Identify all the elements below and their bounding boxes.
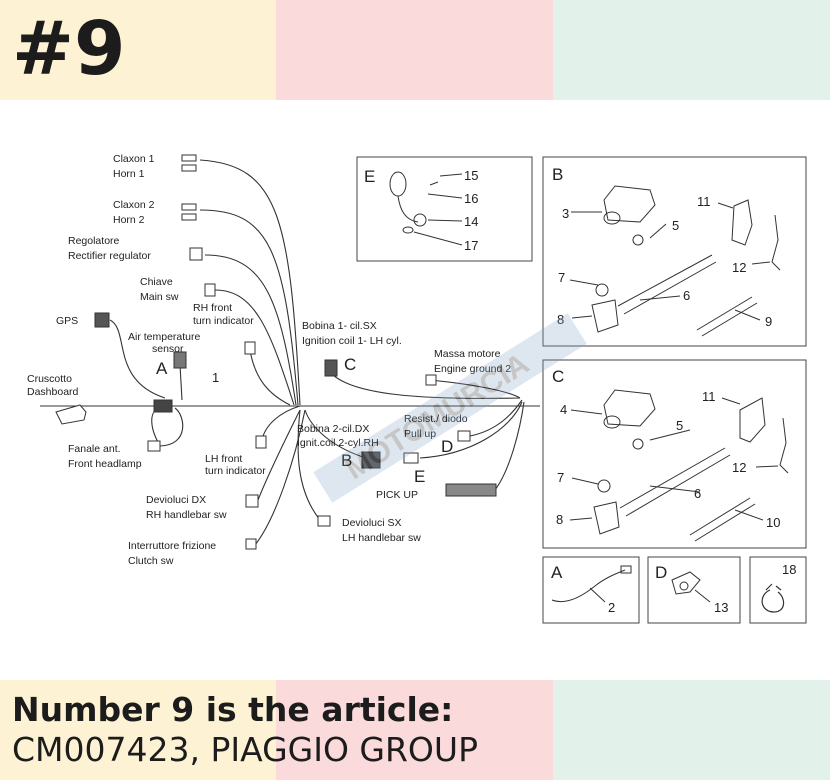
box-c-n6: 6 bbox=[694, 486, 701, 501]
box-b-n11: 11 bbox=[697, 194, 711, 209]
box-d-letter: D bbox=[655, 563, 667, 582]
label-horn1: Horn 1 bbox=[113, 168, 145, 180]
detail-box-b: B 3 5 11 12 7 6 8 9 bbox=[542, 156, 807, 347]
letter-c: C bbox=[344, 355, 356, 374]
box-e-n15: 15 bbox=[464, 168, 478, 183]
label-devioluci-sx: Devioluci SX bbox=[342, 517, 402, 529]
bottom-band-pink bbox=[276, 680, 553, 780]
box-b-n6: 6 bbox=[683, 288, 690, 303]
top-band-pink bbox=[276, 0, 553, 100]
bottom-band-yellow bbox=[0, 680, 276, 780]
label-claxon2: Claxon 2 bbox=[113, 199, 155, 211]
box-b-n9: 9 bbox=[765, 314, 772, 329]
top-band-yellow bbox=[0, 0, 276, 100]
label-rh-front: RH front bbox=[193, 302, 232, 314]
box-c-n10: 10 bbox=[766, 515, 780, 530]
box-c-n12: 12 bbox=[732, 460, 746, 475]
box-b-n8: 8 bbox=[557, 312, 564, 327]
letter-e: E bbox=[414, 467, 425, 486]
label-gps: GPS bbox=[56, 315, 78, 327]
detail-box-18: 18 bbox=[749, 556, 807, 624]
letter-d: D bbox=[441, 437, 453, 456]
label-fanale: Fanale ant. bbox=[68, 443, 121, 455]
detail-box-d: D 13 bbox=[647, 556, 741, 624]
label-headlamp: Front headlamp bbox=[68, 458, 142, 470]
wiring-diagram: Claxon 1 Horn 1 Claxon 2 Horn 2 Regolato… bbox=[27, 153, 807, 624]
wire-labels: Claxon 1 Horn 1 Claxon 2 Horn 2 Regolato… bbox=[27, 153, 511, 567]
box-e-letter: E bbox=[364, 167, 375, 186]
label-air-temperature: Air temperature bbox=[128, 331, 201, 343]
box-a-letter: A bbox=[551, 563, 563, 582]
label-lh-handlebar: LH handlebar sw bbox=[342, 532, 421, 544]
box-18-n18: 18 bbox=[782, 562, 796, 577]
label-engine-ground: Engine ground 2 bbox=[434, 363, 511, 375]
label-bobina2: Bobina 2-cil.DX bbox=[297, 423, 369, 435]
box-c-n11: 11 bbox=[702, 389, 716, 404]
label-chiave: Chiave bbox=[140, 276, 173, 288]
label-pull-up: Pull up bbox=[404, 428, 436, 440]
label-regolatore: Regolatore bbox=[68, 235, 120, 247]
caption-line-1: Number 9 is the article: bbox=[12, 690, 454, 729]
label-claxon1: Claxon 1 bbox=[113, 153, 155, 165]
top-band-mint bbox=[553, 0, 830, 100]
connector-shapes bbox=[55, 154, 497, 550]
label-pick-up: PICK UP bbox=[376, 489, 418, 501]
label-dashboard: Dashboard bbox=[27, 386, 79, 398]
box-b-n5: 5 bbox=[672, 218, 679, 233]
label-devioluci-dx: Devioluci DX bbox=[146, 494, 206, 506]
label-ignition-coil2: Ignit.coil 2-cyl.RH bbox=[297, 437, 379, 449]
label-clutch: Clutch sw bbox=[128, 555, 174, 567]
box-a-n2: 2 bbox=[608, 600, 615, 615]
box-e-n14: 14 bbox=[464, 214, 478, 229]
box-c-n4: 4 bbox=[560, 402, 567, 417]
label-bobina1: Bobina 1- cil.SX bbox=[302, 320, 377, 332]
label-rh-handlebar: RH handlebar sw bbox=[146, 509, 227, 521]
detail-box-a: A 2 bbox=[542, 556, 640, 624]
detail-box-c: C 4 5 11 12 7 6 8 10 bbox=[542, 359, 807, 549]
box-b-letter: B bbox=[552, 165, 563, 184]
label-cruscotto: Cruscotto bbox=[27, 373, 72, 385]
box-b-n7: 7 bbox=[558, 270, 565, 285]
box-c-n5: 5 bbox=[676, 418, 683, 433]
letter-a: A bbox=[156, 359, 168, 378]
label-turn-indicator-lh: turn indicator bbox=[205, 465, 266, 477]
label-rectifier: Rectifier regulator bbox=[68, 250, 151, 262]
caption-line-2: CM007423, PIAGGIO GROUP bbox=[12, 730, 478, 769]
box-c-n8: 8 bbox=[556, 512, 563, 527]
box-d-n13: 13 bbox=[714, 600, 728, 615]
box-c-n7: 7 bbox=[557, 470, 564, 485]
top-color-band bbox=[0, 0, 830, 100]
label-resist: Resist./ diodo bbox=[404, 413, 468, 425]
detail-box-e: E 15 16 14 17 bbox=[356, 156, 533, 262]
letter-b: B bbox=[341, 451, 352, 470]
label-sensor: sensor bbox=[152, 343, 184, 355]
label-main-sw: Main sw bbox=[140, 291, 179, 303]
label-ignition-coil1: Ignition coil 1- LH cyl. bbox=[302, 335, 402, 347]
box-b-n3: 3 bbox=[562, 206, 569, 221]
label-interruttore: Interruttore frizione bbox=[128, 540, 216, 552]
item-number: #9 bbox=[12, 6, 126, 92]
box-b-n12: 12 bbox=[732, 260, 746, 275]
label-turn-indicator-rh: turn indicator bbox=[193, 315, 254, 327]
box-e-n17: 17 bbox=[464, 238, 478, 253]
label-massa-motore: Massa motore bbox=[434, 348, 501, 360]
label-horn2: Horn 2 bbox=[113, 214, 145, 226]
bottom-band-mint bbox=[553, 680, 830, 780]
box-c-letter: C bbox=[552, 367, 564, 386]
wire-number-1: 1 bbox=[212, 370, 219, 385]
bottom-color-band bbox=[0, 680, 830, 780]
label-lh-front: LH front bbox=[205, 453, 242, 465]
box-e-n16: 16 bbox=[464, 191, 478, 206]
